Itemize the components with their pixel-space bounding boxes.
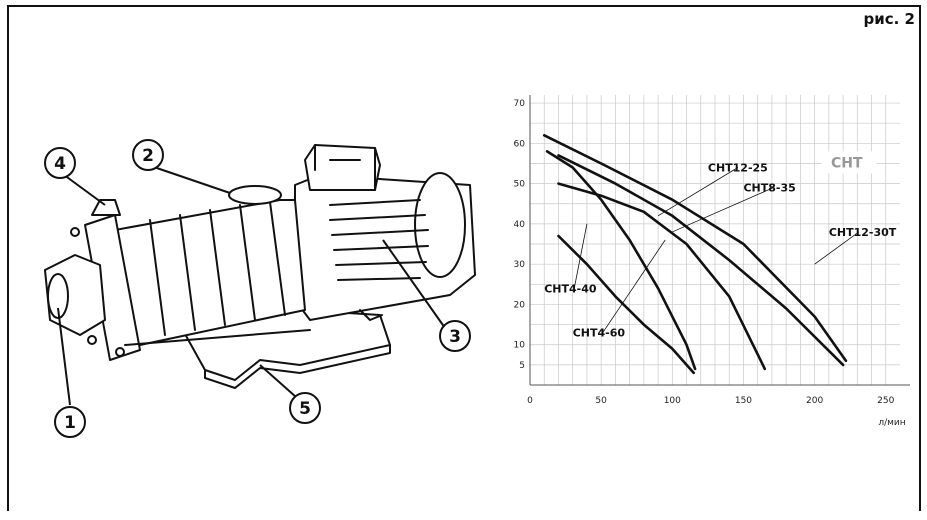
label-leader [602,239,666,333]
chart-badge: СНТ [821,151,877,174]
y-tick-label: 70 [514,99,526,109]
series-label: СНТ4-40 [544,282,597,295]
series-label: СНТ12-30Т [829,226,897,239]
callout-1 [54,406,86,438]
callout-5-label: 5 [299,399,311,419]
label-leader [672,187,774,233]
chart-curves [542,134,848,375]
badge-text: СНТ [831,155,863,171]
callout-4-label: 4 [54,154,66,174]
x-tick-label: 0 [527,396,533,406]
y-tick-label: 60 [514,139,526,149]
y-tick-label: 20 [514,300,526,310]
series-label: СНТ12-25 [708,162,768,175]
pump-top-outlet [228,185,282,205]
series-curve [557,234,695,375]
label-leader [814,231,860,265]
callout-2-label: 2 [142,146,154,166]
x-tick-label: 200 [806,396,823,406]
label-leader [573,223,588,289]
callout-4 [44,147,76,179]
chart-grid [530,95,900,385]
series-label: СНТ8-35 [743,182,795,195]
x-tick-label: 250 [877,396,894,406]
series-curve [542,134,848,363]
chart-axes [529,95,910,386]
chart-x-axis-label: л/мин [878,418,905,428]
callout-3 [439,320,471,352]
callout-3-label: 3 [449,327,461,347]
y-tick-label: 30 [514,260,526,270]
callout-2 [132,139,164,171]
figure-label: рис. 2 [863,10,916,28]
y-tick-label: 10 [514,341,526,351]
pump-plug [91,199,121,216]
pump-illustration: 1 2 3 4 5 [44,139,476,438]
y-tick-label: 40 [514,220,526,230]
series-curve [557,154,845,367]
callout-1-label: 1 [64,413,76,433]
y-tick-label: 50 [514,180,526,190]
badge-bg [821,151,877,174]
pump-terminal-box [304,144,381,191]
callout-5 [289,392,321,424]
series-curve [545,150,697,371]
chart-ticks: 0 50 100 150 200 250 5 10 20 30 40 50 60 70 [514,99,895,406]
series-label: СНТ4-60 [573,327,626,340]
y-tick-label: 5 [519,361,525,371]
series-curve [557,182,767,371]
x-tick-label: 100 [664,396,681,406]
figure-frame [7,5,921,511]
label-leader [657,167,739,217]
x-tick-label: 150 [735,396,752,406]
x-tick-label: 50 [595,396,607,406]
